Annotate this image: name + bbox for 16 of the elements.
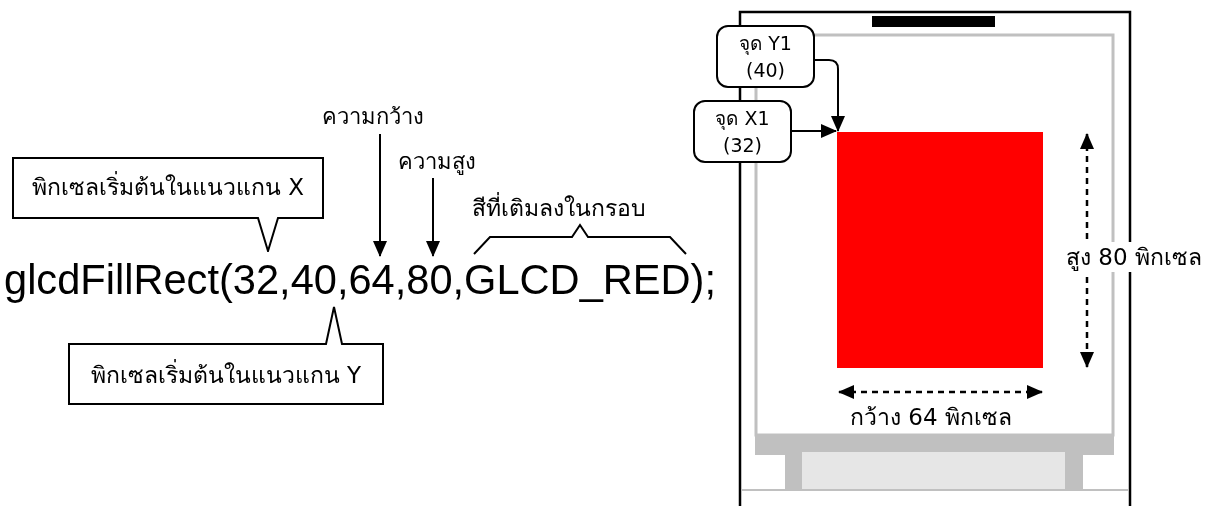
arrow <box>814 59 845 132</box>
code-text: glcdFillRect(32,40,64,80,GLCD_RED); <box>4 250 720 310</box>
callout-text: พิกเซลเริ่มต้นในแนวแกน Y <box>68 360 384 390</box>
annotation-text: สีที่เติมลงในกรอบ <box>472 193 646 223</box>
callout-bubble <box>12 157 324 252</box>
callout-text: พิกเซลเริ่มต้นในแนวแกน X <box>12 172 324 202</box>
annotation-text: ความกว้าง <box>322 102 444 132</box>
arrow <box>373 133 387 257</box>
filled-rectangle <box>837 132 1043 368</box>
callout-bubble <box>68 306 384 405</box>
annotation-text: ความสูง <box>398 147 492 177</box>
arrow <box>791 124 837 138</box>
arrow <box>426 177 440 257</box>
point-label-box: จุด Y1 (40) <box>716 25 815 88</box>
dimension-label: กว้าง 64 พิกเซล <box>850 403 1012 432</box>
point-label-box: จุด X1 (32) <box>693 100 792 163</box>
